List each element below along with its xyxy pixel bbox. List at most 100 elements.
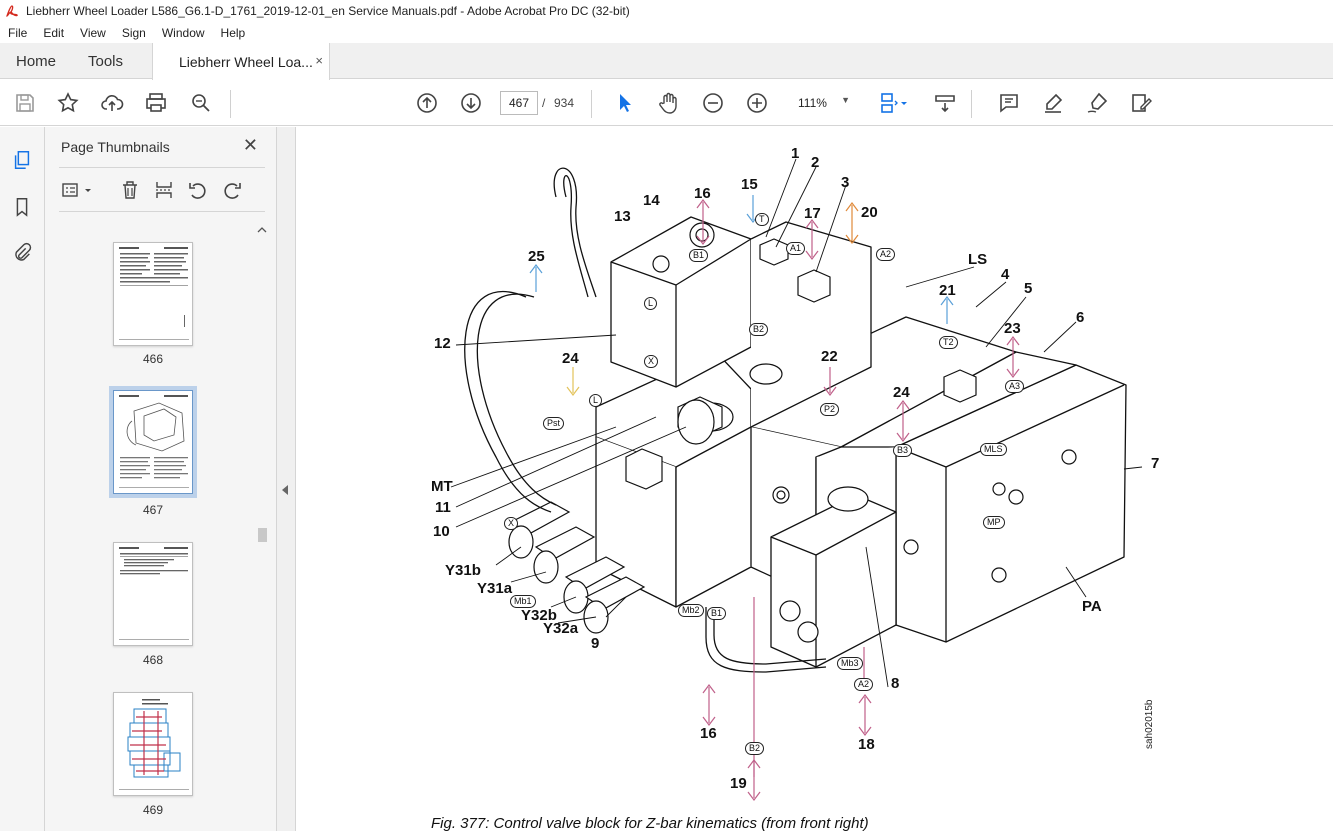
thumbnail-page-469[interactable]	[113, 692, 193, 796]
callout-5: 5	[1024, 280, 1033, 297]
callout-mt: MT	[431, 478, 453, 495]
comment-icon[interactable]	[997, 91, 1021, 115]
tab-close-icon[interactable]: ×	[315, 53, 323, 68]
callout-19: 19	[730, 775, 747, 792]
port-label: X	[504, 517, 519, 530]
collapse-left-icon	[282, 485, 288, 495]
callout-13: 13	[614, 208, 631, 225]
page-number-input[interactable]: 467	[500, 91, 538, 115]
page-total: 934	[554, 96, 575, 110]
callout-21: 21	[939, 282, 956, 299]
page-thumbnails-icon[interactable]	[10, 148, 34, 172]
extract-page-icon[interactable]	[153, 179, 175, 201]
chevron-down-icon: ▼	[841, 95, 850, 105]
callout-17: 17	[804, 205, 821, 222]
close-panel-icon[interactable]: ✕	[242, 135, 258, 155]
delete-page-icon[interactable]	[119, 179, 141, 201]
port-label: T2	[939, 336, 958, 349]
sign-pen-icon[interactable]	[1085, 91, 1109, 115]
upload-cloud-icon[interactable]	[100, 91, 124, 115]
callout-16-bottom: 16	[700, 725, 717, 742]
thumbnail-page-466[interactable]	[113, 242, 193, 346]
callout-18: 18	[858, 736, 875, 753]
port-label: Pst	[543, 417, 565, 430]
callout-25: 25	[528, 248, 545, 265]
menu-view[interactable]: View	[80, 25, 106, 40]
toolbar-divider	[591, 90, 592, 118]
port-label: B3	[893, 444, 913, 457]
thumbnail-page-467[interactable]	[109, 386, 197, 498]
toolbar-divider	[230, 90, 231, 118]
page-thumbnails-panel: Page Thumbnails ✕	[45, 127, 277, 831]
menu-edit[interactable]: Edit	[43, 25, 65, 40]
print-icon[interactable]	[144, 91, 168, 115]
valve-block-illustration	[450, 158, 1143, 801]
select-cursor-icon[interactable]	[613, 91, 637, 115]
bookmark-star-icon[interactable]	[56, 91, 80, 115]
port-label: L	[644, 297, 658, 310]
chevron-up-icon[interactable]	[255, 225, 269, 235]
hand-tool-icon[interactable]	[657, 91, 681, 115]
port-label: B2	[749, 323, 769, 336]
scrollbar-thumb[interactable]	[258, 528, 267, 542]
edit-pdf-icon[interactable]	[1129, 91, 1153, 115]
callout-ls: LS	[968, 251, 988, 268]
fit-page-icon[interactable]	[877, 91, 901, 115]
figure-id: sah02015b	[1144, 699, 1155, 750]
callout-20: 20	[861, 204, 878, 221]
save-icon[interactable]	[13, 91, 37, 115]
menu-window[interactable]: Window	[161, 25, 205, 40]
bookmarks-icon[interactable]	[10, 195, 34, 219]
callout-y32b: Y32b	[521, 607, 557, 624]
callout-16-top: 16	[694, 185, 711, 202]
tab-home[interactable]: Home	[16, 52, 57, 70]
menu-help[interactable]: Help	[220, 25, 246, 40]
title-bar: Liebherr Wheel Loader L586_G6.1-D_1761_2…	[0, 0, 1333, 22]
callout-1: 1	[791, 145, 800, 162]
tab-tools[interactable]: Tools	[88, 52, 124, 70]
highlight-pen-icon[interactable]	[1041, 91, 1065, 115]
next-page-icon[interactable]	[459, 91, 483, 115]
port-label: T	[755, 213, 769, 226]
zoom-out-icon[interactable]	[701, 91, 725, 115]
zoom-search-icon[interactable]	[189, 91, 213, 115]
menu-file[interactable]: File	[8, 25, 28, 40]
port-label: A2	[854, 678, 874, 691]
zoom-in-icon[interactable]	[745, 91, 769, 115]
callout-6: 6	[1076, 309, 1085, 326]
main-toolbar	[0, 80, 1333, 126]
port-label: A2	[876, 248, 896, 261]
port-label: Mb1	[510, 595, 536, 608]
rotate-clockwise-icon[interactable]	[221, 179, 243, 201]
thumbnail-page-468[interactable]	[113, 542, 193, 646]
port-label: X	[644, 355, 659, 368]
tab-bar: Home Tools Liebherr Wheel Loa... ×	[0, 43, 1333, 80]
thumbnail-toolbar	[61, 177, 265, 203]
callout-23: 23	[1004, 320, 1021, 337]
port-label: Mb2	[678, 604, 704, 617]
thumbnail-label-469: 469	[142, 803, 164, 817]
menu-sign[interactable]: Sign	[121, 25, 146, 40]
port-label: MLS	[980, 443, 1007, 456]
callout-y32a: Y32a	[543, 620, 579, 637]
panel-collapse-handle[interactable]	[277, 127, 296, 831]
thumbnail-label-468: 468	[142, 653, 164, 667]
rotate-counterclockwise-icon[interactable]	[187, 179, 209, 201]
page-separator: /	[542, 96, 546, 110]
attachments-paperclip-icon[interactable]	[10, 241, 34, 265]
fit-page-dropdown-icon[interactable]	[898, 91, 910, 115]
zoom-dropdown[interactable]: 111% ▼	[790, 91, 856, 115]
callout-2: 2	[811, 154, 820, 171]
menu-bar: File Edit View Sign Window Help	[0, 22, 1333, 43]
scroll-mode-icon[interactable]	[933, 91, 957, 115]
thumbnail-options-icon[interactable]	[61, 179, 83, 201]
thumbnail-label-467: 467	[142, 503, 164, 517]
document-view[interactable]: 1 2 3 4 5 6 7 8 9 10 11 12 13 14 15 16 1…	[296, 127, 1333, 831]
callout-24-right: 24	[893, 384, 910, 401]
previous-page-icon[interactable]	[415, 91, 439, 115]
port-label: B2	[745, 742, 765, 755]
thumbnail-scrollbar[interactable]	[255, 222, 269, 831]
tab-document[interactable]: Liebherr Wheel Loa... ×	[152, 43, 330, 80]
port-label: Mb3	[837, 657, 863, 670]
chevron-down-icon[interactable]	[83, 179, 93, 201]
